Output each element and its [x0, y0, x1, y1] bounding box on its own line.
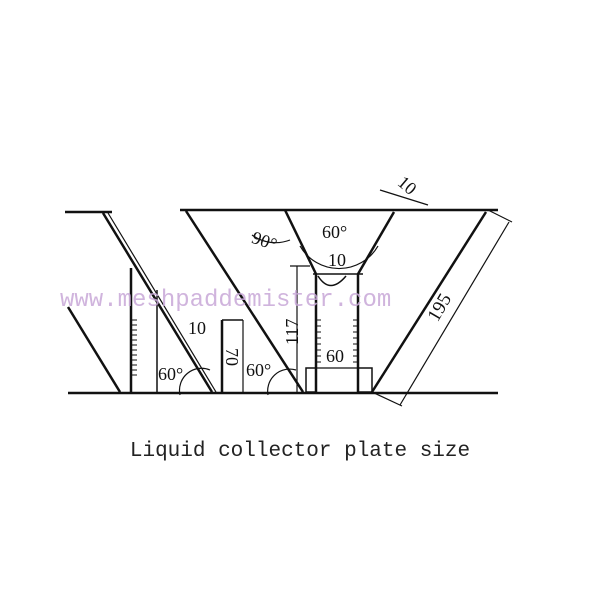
angle-mid-label: 60°: [246, 360, 271, 380]
height-left-label: 70: [222, 348, 242, 366]
watermark: www.meshpaddemister.com: [60, 287, 391, 314]
width-center-top-label: 10: [328, 250, 346, 270]
hatching: [131, 319, 358, 376]
width-center-bottom-label: 60: [326, 346, 344, 366]
angle-left-label: 60°: [158, 364, 183, 384]
height-center-label: 117: [282, 319, 302, 345]
width-small-left-label: 10: [188, 318, 206, 338]
angle-top-left-label: 90°: [249, 227, 280, 254]
angle-top-center-label: 60°: [322, 222, 347, 242]
diagram-caption: Liquid collector plate size: [129, 440, 471, 463]
dimension-lines: [178, 189, 513, 407]
thickness-top-right-label: 10: [394, 172, 421, 199]
